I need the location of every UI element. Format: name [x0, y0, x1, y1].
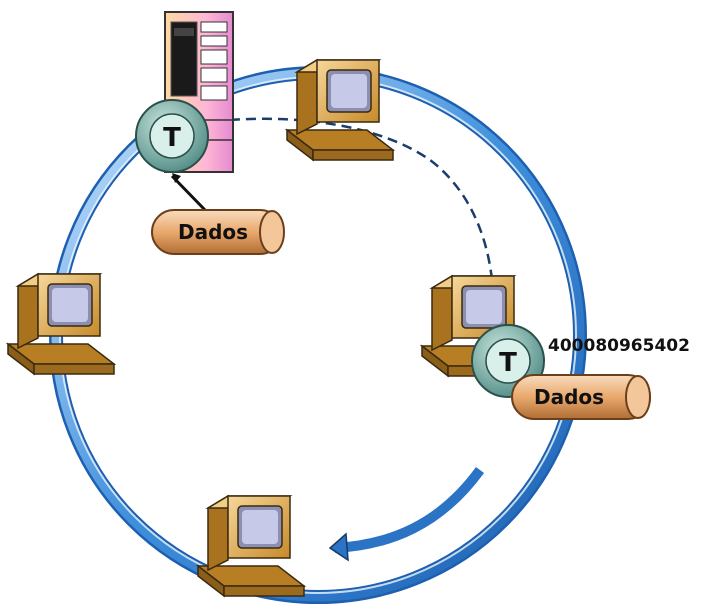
data-capsule-top-label: Dados [178, 220, 248, 244]
data-capsule-top: Dados [151, 209, 285, 255]
computer-bottom-icon [197, 495, 305, 597]
address-label: 400080965402 [548, 336, 690, 356]
token-path-line [229, 117, 495, 293]
token-top: T [135, 99, 209, 173]
flow-arrow [334, 467, 485, 553]
pointer-line [170, 174, 207, 212]
flow-arrowhead [328, 532, 349, 562]
token-right-letter: T [499, 348, 517, 378]
data-capsule-right-label: Dados [534, 385, 604, 409]
computer-top-right-icon [286, 59, 394, 161]
token-top-letter: T [163, 123, 181, 153]
computer-left-icon [7, 273, 115, 375]
data-capsule-right: Dados [511, 374, 651, 420]
